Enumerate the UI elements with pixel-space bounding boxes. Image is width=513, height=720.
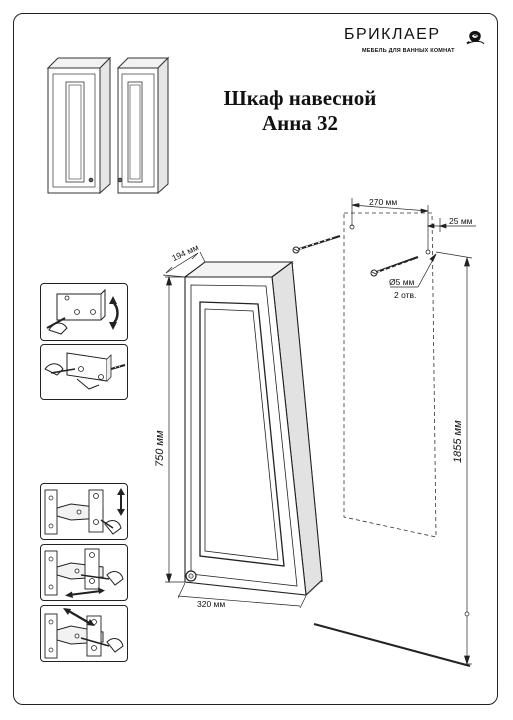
dimension-mount-height-label: 1855 мм <box>452 420 464 463</box>
page-frame <box>13 13 498 705</box>
hinge-adjust-horizontal-icon <box>44 548 124 598</box>
dimension-hole-spacing <box>351 198 429 250</box>
hanger-adjust-vertical-icon <box>46 288 119 335</box>
dimension-width-label: 320 мм <box>197 599 225 609</box>
title-line-1: Шкаф навесной <box>223 86 377 110</box>
dimension-height-label: 750 мм <box>154 430 166 467</box>
brand-logo: БРИКЛАЕР МЕБЕЛЬ ДЛЯ ВАННЫХ КОМНАТ <box>344 24 494 60</box>
page-title: Шкаф навесной Анна 32 <box>180 86 420 136</box>
cabinet-body <box>183 260 323 597</box>
dimension-depth-label: 194 мм <box>170 242 200 263</box>
cabinet-thumbnail-open <box>116 56 170 195</box>
hinge-adjust-depth-icon <box>44 608 124 659</box>
hinge-step-1 <box>40 483 128 540</box>
rose-icon <box>466 31 485 45</box>
cabinet-thumbnail-closed <box>46 56 112 195</box>
dimension-hole-leader <box>390 253 437 288</box>
hole-count-label: 2 отв. <box>394 290 416 300</box>
hole-diameter-label: Ø5 мм <box>389 277 415 287</box>
hole-mark-right <box>425 249 431 255</box>
hanger-step-2 <box>40 344 128 400</box>
screw-icon <box>292 234 419 277</box>
hanger-adjust-depth-icon <box>44 352 126 390</box>
hinge-step-3 <box>40 605 128 662</box>
hanger-step-1 <box>40 283 128 341</box>
floor-line <box>313 623 471 667</box>
brand-name: БРИКЛАЕР <box>344 26 441 43</box>
brand-tagline: МЕБЕЛЬ ДЛЯ ВАННЫХ КОМНАТ <box>362 48 455 54</box>
hinge-step-2 <box>40 544 128 601</box>
hinge-adjust-vertical-icon <box>44 488 125 535</box>
title-line-2: Анна 32 <box>261 111 339 135</box>
dimension-height <box>165 275 185 584</box>
dimension-hole-spacing-label: 270 мм <box>369 197 397 207</box>
dimension-width <box>177 582 307 609</box>
dimension-edge-offset <box>426 218 476 232</box>
wall-outline <box>343 212 437 538</box>
dimension-edge-offset-label: 25 мм <box>449 216 473 226</box>
